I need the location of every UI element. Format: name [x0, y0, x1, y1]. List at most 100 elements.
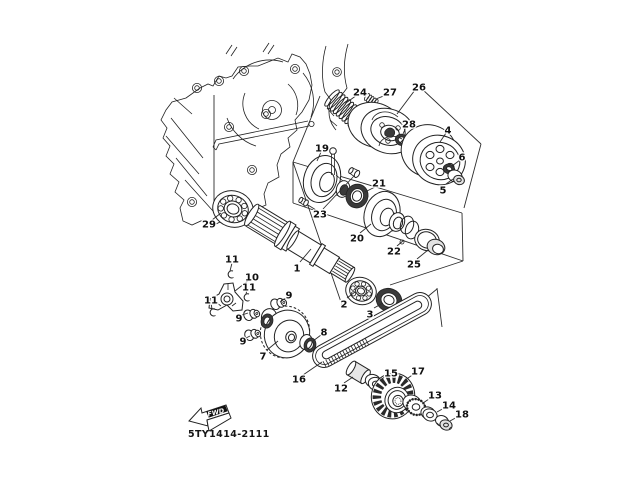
part-label-23: 23: [313, 210, 327, 221]
crankcase-outline: [160, 42, 349, 226]
part-label-17: 17: [411, 367, 425, 378]
spacer-12: [345, 360, 371, 385]
leader-line-23: [322, 175, 355, 210]
leader-line-11: [229, 262, 233, 272]
leader-line-13: [422, 396, 433, 404]
part-label-13: 13: [428, 391, 442, 402]
construction-line: [292, 161, 343, 306]
leader-line-9: [245, 335, 251, 339]
leader-line-11: [245, 289, 248, 295]
leader-line-10: [234, 279, 250, 292]
leader-line-3: [373, 302, 384, 309]
bearing-2: [345, 276, 377, 306]
part-label-6: 6: [459, 153, 466, 164]
weight-roller-9b: [243, 308, 261, 322]
leader-line-27: [375, 94, 387, 100]
leader-line-1: [299, 248, 312, 263]
crankcase-bolt-holes: [186, 64, 300, 207]
cam-spider-10: [208, 282, 244, 312]
washer-14: [420, 406, 438, 422]
part-number-callouts: 1234567899910111111121314151617181920212…: [201, 81, 482, 422]
guide-pin-23: [298, 167, 361, 207]
leader-line-14: [436, 406, 447, 413]
construction-line: [389, 260, 464, 286]
part-label-2: 2: [341, 300, 348, 311]
gasket-rod: [212, 120, 315, 151]
part-label-18: 18: [455, 410, 469, 421]
v-belt-16: [312, 291, 432, 369]
secondary-fixed-sheave-20: [363, 190, 406, 238]
leader-line-26: [421, 88, 482, 145]
leader-line-11: [210, 302, 213, 310]
leader-line-7: [266, 340, 279, 351]
part-label-28: 28: [402, 120, 416, 131]
part-label-27: 27: [383, 88, 397, 99]
leader-line-17: [403, 372, 416, 382]
construction-line: [436, 287, 443, 328]
leader-line-12: [343, 376, 354, 384]
leader-line-22: [396, 239, 405, 247]
leader-line-20: [359, 223, 372, 234]
slider-11b: [243, 293, 250, 302]
part-label-7: 7: [260, 352, 267, 363]
part-code: 5TY1414-2111: [188, 429, 270, 440]
part-label-26: 26: [412, 83, 426, 94]
weight-roller-9a: [270, 297, 288, 311]
part-label-12: 12: [334, 384, 348, 395]
nut-18: [435, 415, 453, 431]
part-label-8: 8: [321, 328, 328, 339]
slider-11a: [227, 270, 234, 279]
part-label-1: 1: [294, 264, 301, 275]
seal-ring: [260, 313, 274, 329]
crankcase-fragment: [322, 43, 349, 131]
part-label-10: 10: [245, 273, 259, 284]
leader-line-19: [316, 151, 322, 162]
leader-line-9: [279, 297, 287, 303]
part-label-15: 15: [384, 369, 398, 380]
leader-line-2: [346, 291, 356, 299]
part-label-16: 16: [292, 375, 306, 386]
leader-line-6: [451, 159, 461, 167]
clutch-carrier-assembly-26: [347, 101, 416, 155]
part-label-4: 4: [445, 126, 452, 137]
part-label-11: 11: [204, 296, 218, 307]
part-label-22: 22: [387, 247, 401, 258]
part-label-11: 11: [242, 283, 256, 294]
fwd-arrow: FWD: [188, 404, 232, 432]
part-label-29: 29: [202, 220, 216, 231]
leader-line-25: [416, 249, 429, 260]
part-label-9: 9: [236, 314, 243, 325]
construction-line: [292, 95, 321, 163]
leader-line-21: [364, 186, 376, 193]
leader-line-26: [396, 89, 416, 115]
leader-line-5: [445, 178, 454, 185]
part-label-5: 5: [440, 186, 447, 197]
part-label-24: 24: [353, 88, 367, 99]
leader-line-28: [402, 126, 407, 135]
part-label-9: 9: [240, 337, 247, 348]
leader-line-18: [449, 415, 460, 422]
collar-8: [299, 334, 317, 353]
part-label-9: 9: [286, 291, 293, 302]
part-label-20: 20: [350, 234, 364, 245]
nut-5: [447, 169, 465, 186]
part-label-11: 11: [225, 255, 239, 266]
leader-line-9: [241, 312, 249, 316]
part-label-14: 14: [442, 401, 456, 412]
drive-shaft-1: [244, 203, 356, 283]
leader-line-16: [302, 361, 323, 376]
leader-line-15: [379, 374, 389, 381]
cap-25: [414, 228, 446, 256]
bearing-29: [212, 190, 254, 228]
part-label-3: 3: [367, 310, 374, 321]
construction-line: [461, 212, 464, 262]
construction-line: [463, 143, 482, 209]
part-label-21: 21: [372, 179, 386, 190]
leader-line-4: [439, 132, 447, 143]
part-label-19: 19: [315, 144, 329, 155]
part-label-25: 25: [407, 260, 421, 271]
oil-seal-21: [345, 183, 369, 209]
leader-line-8: [312, 334, 322, 342]
